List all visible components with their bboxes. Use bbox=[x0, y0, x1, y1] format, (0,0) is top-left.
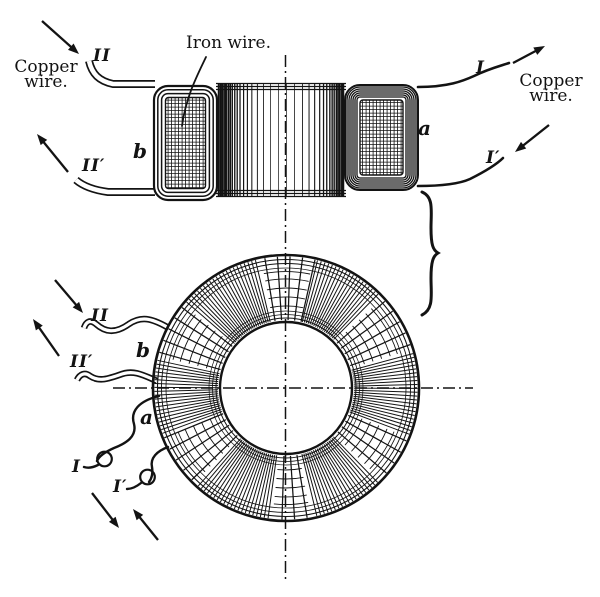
ring-terminal-I: I bbox=[72, 457, 81, 477]
iron-wire-label: Iron wire. bbox=[186, 33, 272, 53]
ring-terminal-II: II bbox=[91, 306, 109, 326]
ring-coil-b-label: b bbox=[136, 338, 150, 362]
ring-terminal-I-prime: I′ bbox=[113, 477, 128, 497]
iron-wire-leader-line bbox=[181, 56, 207, 127]
top-view-left-core-end bbox=[152, 84, 219, 202]
curly-brace bbox=[420, 190, 441, 317]
top-coil-b-label: b bbox=[133, 139, 147, 163]
copper-wire-label-left: Copper wire. bbox=[14, 57, 78, 92]
ring-coil-a-label: a bbox=[140, 405, 153, 429]
top-terminal-I-prime: I′ bbox=[486, 148, 501, 168]
top-terminal-I: I bbox=[476, 58, 485, 78]
top-terminal-II-prime: II′ bbox=[82, 156, 106, 176]
current-direction-arrows bbox=[33, 20, 550, 541]
ring-view-lead-wires bbox=[74, 315, 170, 491]
top-view-right-core-end bbox=[344, 84, 419, 191]
top-terminal-II: II bbox=[93, 46, 111, 66]
top-coil-a-label: a bbox=[418, 116, 431, 140]
ring-terminal-II-prime: II′ bbox=[70, 352, 94, 372]
copper-wire-label-right: Copper wire. bbox=[519, 71, 583, 106]
top-view-coil-body bbox=[216, 82, 346, 198]
top-view-lead-wires bbox=[73, 59, 511, 196]
ring-view-toroid bbox=[151, 253, 421, 523]
